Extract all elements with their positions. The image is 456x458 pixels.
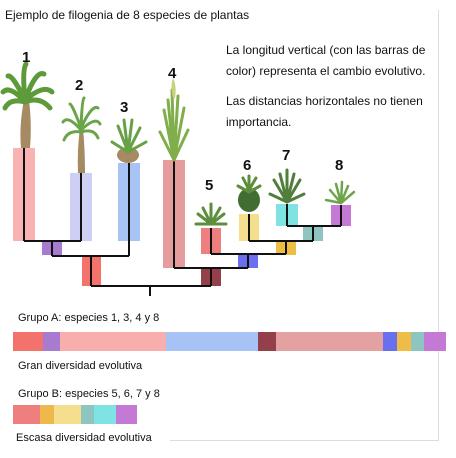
group-a-bar-segment — [276, 332, 383, 351]
group-a-bar-segment — [43, 332, 60, 351]
group-b-caption: Escasa diversidad evolutiva — [16, 432, 152, 444]
plant-2-palm-icon — [61, 96, 102, 173]
group-a-bar-segment — [424, 332, 446, 351]
plant-1-palm-icon — [0, 61, 55, 148]
species-label-5: 5 — [205, 177, 213, 194]
plant-8-sprout-icon — [324, 180, 356, 205]
group-a-bar-segment — [411, 332, 424, 351]
species-label-2: 2 — [75, 77, 83, 94]
group-a-bar-segment — [258, 332, 276, 351]
group-b-evolution-bar — [13, 405, 137, 424]
group-b-bar-segment — [13, 405, 40, 424]
frame-bottom-edge — [170, 440, 439, 441]
page-title: Ejemplo de filogenia de 8 especies de pl… — [5, 8, 250, 22]
group-a-bar-segment — [383, 332, 397, 351]
group-a-bar-segment — [13, 332, 43, 351]
plant-5-small-plant-icon — [194, 202, 228, 226]
group-a-bar-segment — [397, 332, 411, 351]
group-b-label: Grupo B: especies 5, 6, 7 y 8 — [18, 388, 160, 400]
group-b-bar-segment — [94, 405, 116, 424]
species-label-7: 7 — [282, 147, 290, 164]
species-label-4: 4 — [168, 65, 177, 82]
frame-right-edge — [438, 10, 439, 440]
group-a-label: Grupo A: especies 1, 3, 4 y 8 — [18, 312, 160, 324]
group-a-bar-segment — [166, 332, 258, 351]
tree-lines — [23, 148, 342, 296]
species-label-6: 6 — [243, 157, 251, 174]
plant-4-tall-grass-icon — [158, 78, 190, 162]
group-a-caption: Gran diversidad evolutiva — [18, 360, 143, 372]
group-b-bar-segment — [116, 405, 137, 424]
group-b-bar-segment — [54, 405, 81, 424]
group-a-evolution-bar — [13, 332, 446, 351]
plant-3-shrub-icon — [110, 118, 148, 163]
species-label-1: 1 — [22, 49, 30, 66]
species-label-3: 3 — [120, 99, 128, 116]
plant-6-round-bush-icon — [236, 174, 262, 212]
plant-7-grass-icon — [268, 168, 306, 204]
note-vertical: La longitud vertical (con las barras de … — [226, 43, 426, 78]
species-label-8: 8 — [335, 157, 343, 174]
group-b-bar-segment — [40, 405, 54, 424]
phylogeny-tree: 1 2 3 4 5 6 7 8 — [0, 49, 356, 296]
note-horizontal: Las distancias horizontales no tienen im… — [226, 94, 423, 129]
group-a-bar-segment — [60, 332, 166, 351]
group-b-bar-segment — [81, 405, 94, 424]
